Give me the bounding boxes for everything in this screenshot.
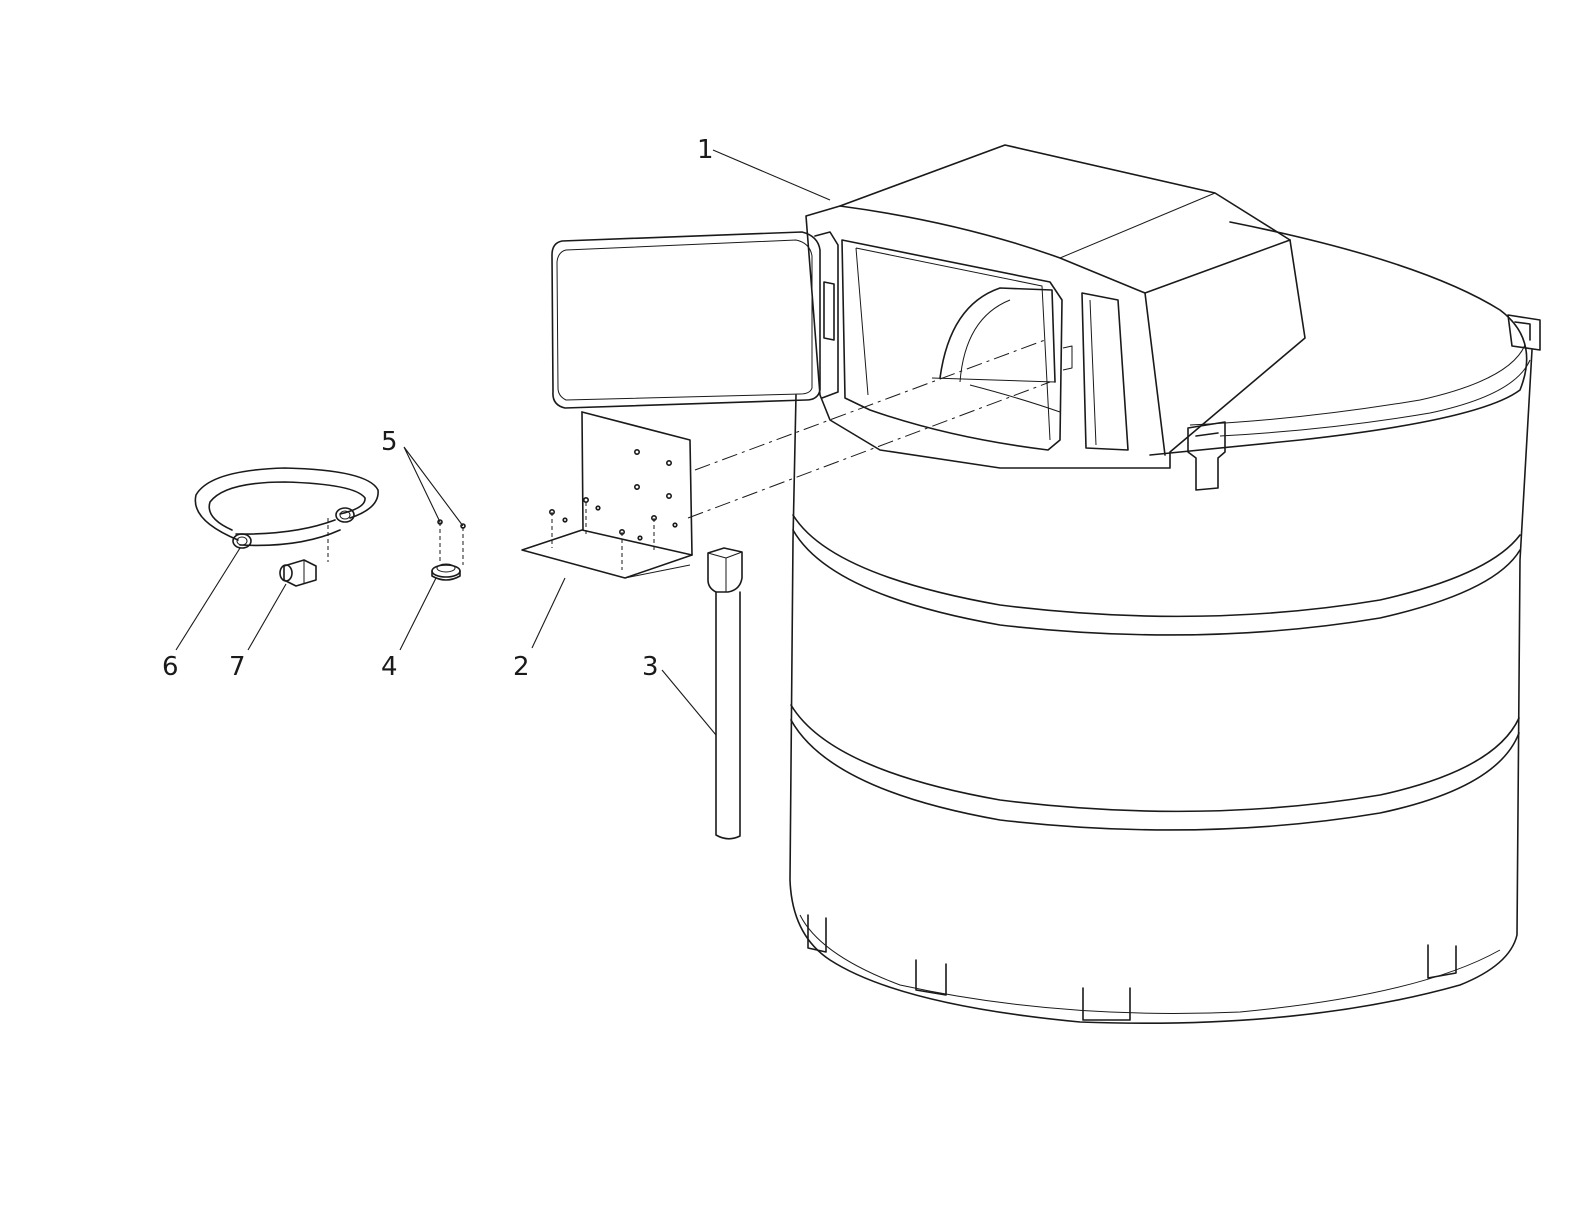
tank-lug-right <box>1507 314 1541 351</box>
tank-upper-band <box>792 514 1521 618</box>
tank-middle-band-lower <box>790 719 1520 831</box>
bracket-holes <box>633 448 672 499</box>
callout-6: 6 <box>162 652 179 682</box>
callout-3: 3 <box>642 652 659 682</box>
tank-middle-band <box>790 704 1520 813</box>
lid-hinge <box>814 231 839 399</box>
hatch-opening <box>841 239 1063 451</box>
mounting-bracket <box>521 411 693 579</box>
callout-7: 7 <box>229 652 246 682</box>
hose-fitting <box>279 559 317 587</box>
bracket-screws <box>548 496 678 570</box>
tank-dome-rim <box>1189 344 1526 426</box>
hatch-housing <box>805 144 1306 469</box>
tank-assembly <box>551 144 1541 1025</box>
leader-lines <box>175 149 831 736</box>
adapter-fitting <box>431 563 461 581</box>
adapter-screws <box>437 519 466 565</box>
hatch-side-slot <box>1081 292 1129 451</box>
tank-lug-front <box>1187 421 1226 491</box>
callout-4: 4 <box>381 652 398 682</box>
callout-2: 2 <box>513 652 530 682</box>
tank-bottom-rim <box>799 914 1501 1014</box>
centerline-lower <box>687 381 1051 519</box>
centerline-upper <box>694 339 1046 471</box>
callout-1: 1 <box>697 135 714 165</box>
dip-tube <box>707 547 743 840</box>
hose-coil <box>194 467 379 562</box>
tank-dome <box>1149 221 1528 456</box>
tank-feet <box>807 914 1457 1021</box>
open-lid <box>551 231 821 409</box>
callout-5: 5 <box>381 427 398 457</box>
filler-arch <box>939 287 1056 383</box>
tank-body <box>789 349 1533 1025</box>
tank-upper-band-lower <box>792 529 1521 636</box>
